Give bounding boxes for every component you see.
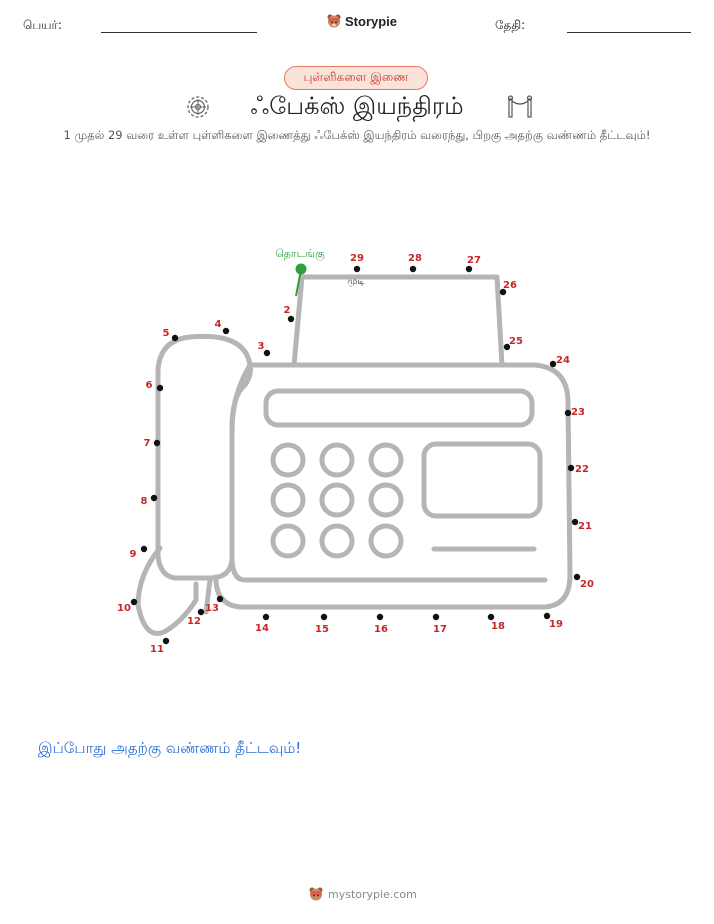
brand-name: Storypie	[345, 13, 398, 29]
dot-18	[487, 613, 495, 621]
dot-14	[262, 613, 270, 621]
dot-23	[564, 409, 572, 417]
dot-22	[567, 464, 575, 472]
page-title: ஃபேக்ஸ் இயந்திரம்	[250, 92, 464, 120]
dot-number-20: 20	[580, 579, 594, 590]
dot-number-4: 4	[215, 319, 222, 330]
dot-6	[156, 384, 164, 392]
dot-number-24: 24	[556, 355, 570, 366]
dot-number-10: 10	[117, 603, 131, 614]
color-prompt: இப்போது அதற்கு வண்ணம் தீட்டவும்!	[38, 739, 302, 757]
activity-badge-label: புள்ளிகளை இணை	[303, 70, 409, 84]
dot-11	[162, 637, 170, 645]
dot-number-5: 5	[163, 328, 170, 339]
dot-number-13: 13	[205, 603, 219, 614]
dot-25	[503, 343, 511, 351]
activity-badge: புள்ளிகளை இணை	[284, 66, 428, 90]
footer-url: mystorypie.com	[328, 887, 417, 901]
dot-7	[153, 439, 161, 447]
dot-number-8: 8	[141, 496, 148, 507]
dot-26	[499, 288, 507, 296]
bear-footer-icon	[309, 887, 323, 901]
dot-number-22: 22	[575, 464, 589, 475]
dot-15	[320, 613, 328, 621]
dot-number-15: 15	[315, 624, 329, 635]
dot-number-27: 27	[467, 255, 481, 266]
name-line	[101, 32, 257, 33]
footer: mystorypie.com	[308, 886, 417, 902]
dot-12	[197, 608, 205, 616]
date-line	[567, 32, 691, 33]
dot-3	[263, 349, 271, 357]
instructions: 1 முதல் 29 வரை உள்ள புள்ளிகளை இணைத்து ஃப…	[63, 128, 651, 142]
start-dot	[295, 263, 307, 275]
dot-number-18: 18	[491, 621, 505, 632]
dot-number-14: 14	[255, 623, 269, 634]
dot-24	[549, 360, 557, 368]
dot-16	[376, 613, 384, 621]
dot-17	[432, 613, 440, 621]
dot-number-7: 7	[144, 438, 151, 449]
brand-logo: Storypie	[326, 13, 397, 29]
dot-21	[571, 518, 579, 526]
barrier-icon	[507, 95, 533, 118]
dot-number-23: 23	[571, 407, 585, 418]
dot-8	[150, 494, 158, 502]
end-label: முடி	[347, 277, 365, 287]
dot-number-3: 3	[258, 341, 265, 352]
start-label: தொடங்கு	[275, 247, 325, 262]
dot-19	[543, 612, 551, 620]
dot-number-11: 11	[150, 644, 164, 655]
dot-number-9: 9	[130, 549, 137, 560]
dot-number-17: 17	[433, 624, 447, 635]
dot-29	[353, 265, 361, 273]
dot-number-19: 19	[549, 619, 563, 630]
dot-2	[287, 315, 295, 323]
dot-5	[171, 334, 179, 342]
gear-icon	[187, 96, 209, 118]
dot-number-28: 28	[408, 253, 422, 264]
dot-20	[573, 573, 581, 581]
dot-4	[222, 327, 230, 335]
bear-logo-icon	[327, 14, 341, 28]
dot-27	[465, 265, 473, 273]
dot-number-12: 12	[187, 616, 201, 627]
dot-13	[216, 595, 224, 603]
dot-10	[130, 598, 138, 606]
dot-number-2: 2	[284, 305, 291, 316]
dot-number-6: 6	[146, 380, 153, 391]
dot-9	[140, 545, 148, 553]
dot-number-29: 29	[350, 253, 364, 264]
name-label: பெயர்:	[23, 18, 62, 32]
dot-number-16: 16	[374, 624, 388, 635]
dot-number-25: 25	[509, 336, 523, 347]
dot-number-21: 21	[578, 521, 592, 532]
fax-outline	[135, 274, 573, 636]
date-label: தேதி:	[495, 18, 526, 32]
dot-28	[409, 265, 417, 273]
dot-number-26: 26	[503, 280, 517, 291]
